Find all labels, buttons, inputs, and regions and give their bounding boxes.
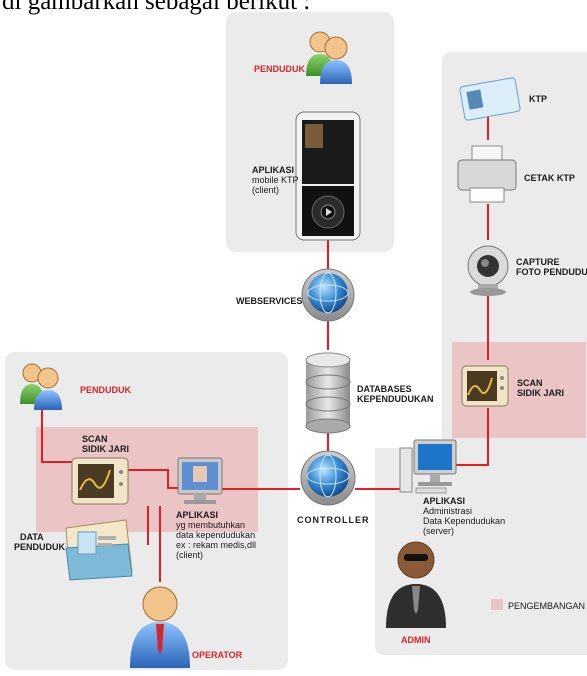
- app-mobile-label-3: (client): [252, 185, 279, 195]
- fingerprint-scanner-left-icon: [71, 457, 129, 505]
- client-monitor-icon: [177, 457, 223, 504]
- mobile-device-icon: [295, 111, 361, 241]
- controller-globe-icon: [300, 450, 356, 506]
- databases-label-2: KEPENDUDUKAN: [357, 394, 434, 404]
- ktp-label: KTP: [529, 94, 547, 104]
- penduduk-top-icon: [306, 31, 352, 84]
- scan-left-label-1: SCAN: [82, 434, 108, 444]
- databases-label-1: DATABASES: [357, 384, 412, 394]
- app-server-label-1: APLIKASI: [423, 496, 465, 506]
- app-client-label-1: APLIKASI: [176, 510, 218, 520]
- webservices-label: WEBSERVICES: [236, 296, 302, 306]
- app-server-label-4: (server): [423, 526, 454, 536]
- operator-label: OPERATOR: [192, 650, 243, 660]
- scan-left-label-2: SIDIK JARI: [82, 444, 129, 454]
- operator-person-icon: [130, 586, 190, 668]
- webservices-globe-icon: [301, 268, 355, 322]
- admin-person-icon: [386, 541, 446, 628]
- data-penduduk-label-2: PENDUDUK: [14, 542, 66, 552]
- printer-icon: [457, 145, 517, 203]
- server-computer-icon: [399, 439, 457, 494]
- fingerprint-scanner-right-icon: [461, 365, 509, 407]
- data-penduduk-label-1: DATA: [20, 532, 44, 542]
- webcam-icon: [467, 245, 509, 296]
- database-icon: [305, 352, 351, 434]
- capture-label-1: CAPTURE: [516, 257, 560, 267]
- controller-label: CONTROLLER: [297, 515, 370, 525]
- ktp-card-icon: [459, 77, 521, 121]
- app-mobile-label-1: APLIKASI: [252, 165, 294, 175]
- penduduk-top-label: PENDUDUK: [254, 64, 306, 74]
- penduduk-left-icon: [20, 363, 62, 410]
- legend-swatch: [491, 599, 503, 610]
- penduduk-left-label: PENDUDUK: [80, 385, 132, 395]
- scan-right-label-2: SIDIK JARI: [517, 388, 564, 398]
- app-client-label-5: (client): [176, 550, 203, 560]
- caption-text: di gambarkan sebagai berikut :: [2, 0, 311, 15]
- app-server-label-3: Data Kependudukan: [423, 516, 505, 526]
- data-penduduk-folder-icon: [65, 519, 133, 581]
- app-server-label-2: Administrasi: [423, 506, 472, 516]
- cetak-ktp-label: CETAK KTP: [524, 173, 575, 183]
- capture-label-2: FOTO PENDUDUK: [516, 267, 587, 277]
- app-mobile-label-2: mobile KTP: [252, 175, 299, 185]
- legend-label: PENGEMBANGAN: [508, 601, 585, 611]
- admin-label: ADMIN: [401, 635, 431, 645]
- scan-right-label-1: SCAN: [517, 378, 543, 388]
- app-client-label-2: yg membutuhkan: [176, 520, 245, 530]
- app-client-label-4: ex : rekam medis,dll: [176, 540, 256, 550]
- app-client-label-3: data kependudukan: [176, 530, 255, 540]
